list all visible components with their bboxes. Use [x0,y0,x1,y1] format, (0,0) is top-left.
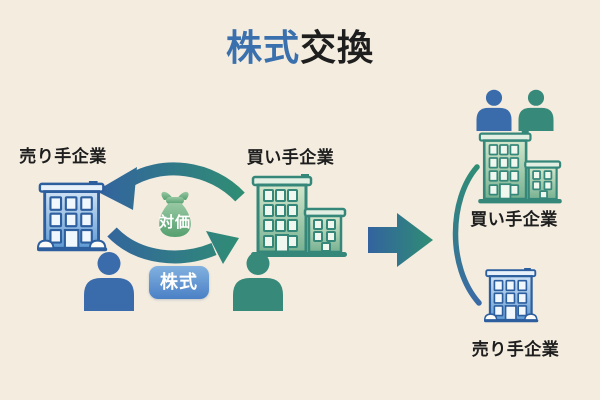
buyer-label: 買い手企業 [246,148,335,168]
result-shareholder-green-icon [517,89,555,131]
result-buyer-label: 買い手企業 [470,210,558,230]
money-bag-icon [159,191,191,237]
buyer-building-icon [251,174,347,260]
buyer-person-icon [231,251,285,311]
seller-person-icon [82,251,136,311]
shares-badge: 株式 [149,266,209,299]
page-title: 株式交換 [0,31,600,67]
transform-arrow-icon [368,213,433,267]
title-rest: 交換 [300,28,375,69]
result-buyer-building-icon [478,131,562,206]
result-seller-label: 売り手企業 [471,340,560,360]
result-brace-arc [452,164,482,306]
consideration-label: 対価 [158,213,191,231]
title-highlight: 株式 [225,28,300,69]
result-seller-building-icon [484,268,542,326]
result-shareholder-blue-icon [475,89,513,131]
seller-label: 売り手企業 [19,147,107,167]
seller-building-icon [37,181,112,256]
